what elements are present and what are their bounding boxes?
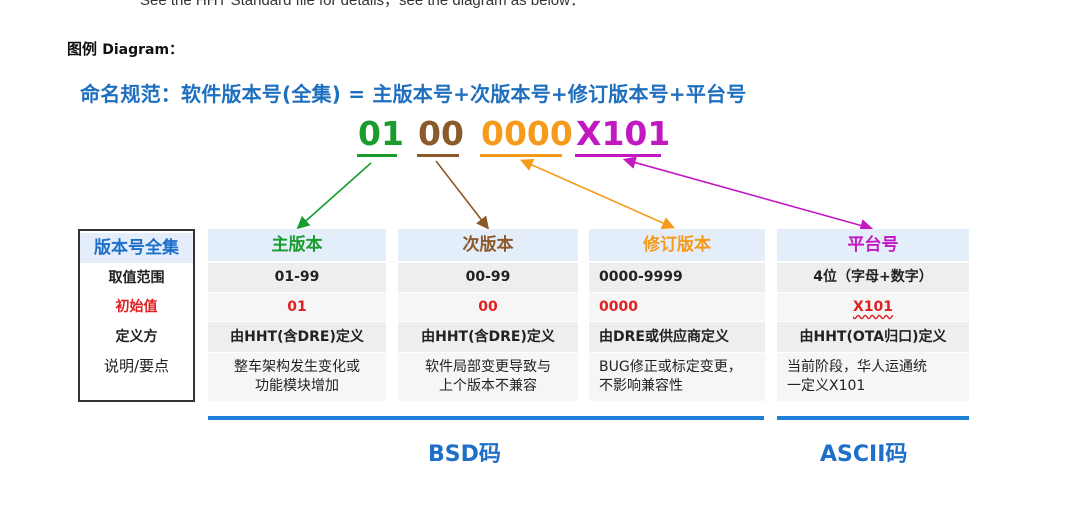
row-header-definer: 定义方: [115, 329, 158, 345]
row-header-full-version: 版本号全集: [80, 233, 193, 263]
definer-revision: 由DRE或供应商定义: [589, 322, 765, 352]
arrow-minor: [435, 160, 489, 230]
code-minor-underline: [417, 154, 459, 157]
initial-minor: 00: [398, 293, 578, 321]
note-minor-line2: 上个版本不兼容: [439, 378, 537, 394]
note-major-line2: 功能模块增加: [255, 378, 339, 394]
note-minor-line1: 软件局部变更导致与: [425, 359, 551, 375]
note-revision-line1: BUG修正或标定变更，: [599, 359, 742, 375]
note-major-line1: 整车架构发生变化或: [234, 359, 360, 375]
column-header-revision: 修订版本: [589, 229, 765, 261]
ascii-code-label: ASCII码: [820, 442, 908, 467]
note-revision-line2: 不影响兼容性: [599, 378, 683, 394]
initial-platform: X101: [777, 293, 969, 321]
code-revision: 0000: [481, 114, 573, 153]
code-revision-underline: [480, 154, 562, 157]
note-platform-line1: 当前阶段，华人运通统: [787, 359, 927, 375]
bsd-bracket-bar: [208, 416, 764, 420]
column-header-minor: 次版本: [398, 229, 578, 261]
row-header-notes: 说明/要点: [103, 357, 170, 375]
range-major: 01-99: [208, 263, 386, 292]
range-revision: 0000-9999: [589, 263, 765, 292]
arrow-platform: [622, 156, 874, 232]
note-revision: BUG修正或标定变更， 不影响兼容性: [589, 353, 765, 401]
ascii-bracket-bar: [777, 416, 969, 420]
note-platform-line2: 一定义X101: [787, 378, 866, 394]
definer-minor: 由HHT(含DRE)定义: [398, 322, 578, 352]
column-header-platform: 平台号: [777, 229, 969, 261]
range-minor: 00-99: [398, 263, 578, 292]
code-platform-underline: [575, 154, 661, 157]
code-platform: X101: [576, 114, 671, 153]
note-platform: 当前阶段，华人运通统 一定义X101: [777, 353, 969, 401]
naming-rule-title: 命名规范：软件版本号(全集) = 主版本号+次版本号+修订版本号+平台号: [80, 82, 747, 106]
column-header-major: 主版本: [208, 229, 386, 261]
initial-major: 01: [208, 293, 386, 321]
definer-major: 由HHT(含DRE)定义: [208, 322, 386, 352]
initial-revision: 0000: [589, 293, 765, 321]
range-platform: 4位（字母+数字）: [777, 263, 969, 292]
arrow-major: [296, 162, 372, 230]
row-header-column: 版本号全集 取值范围 初始值 定义方 说明/要点: [78, 229, 195, 402]
row-header-range: 取值范围: [108, 270, 165, 286]
code-major: 01: [358, 114, 404, 153]
row-header-initial: 初始值: [115, 299, 158, 315]
intro-text: See the HHT Standard file for details，se…: [140, 0, 585, 9]
figure-caption: 图例 Diagram：: [67, 38, 183, 59]
note-minor: 软件局部变更导致与 上个版本不兼容: [398, 353, 578, 401]
arrow-revision: [520, 159, 675, 229]
code-major-underline: [357, 154, 397, 157]
bsd-code-label: BSD码: [428, 442, 501, 467]
caption-cn: 图例: [67, 40, 98, 58]
note-major: 整车架构发生变化或 功能模块增加: [208, 353, 386, 401]
definer-platform: 由HHT(OTA归口)定义: [777, 322, 969, 352]
initial-platform-value: X101: [852, 299, 894, 315]
caption-en: Diagram：: [102, 42, 184, 58]
code-minor: 00: [418, 114, 464, 153]
